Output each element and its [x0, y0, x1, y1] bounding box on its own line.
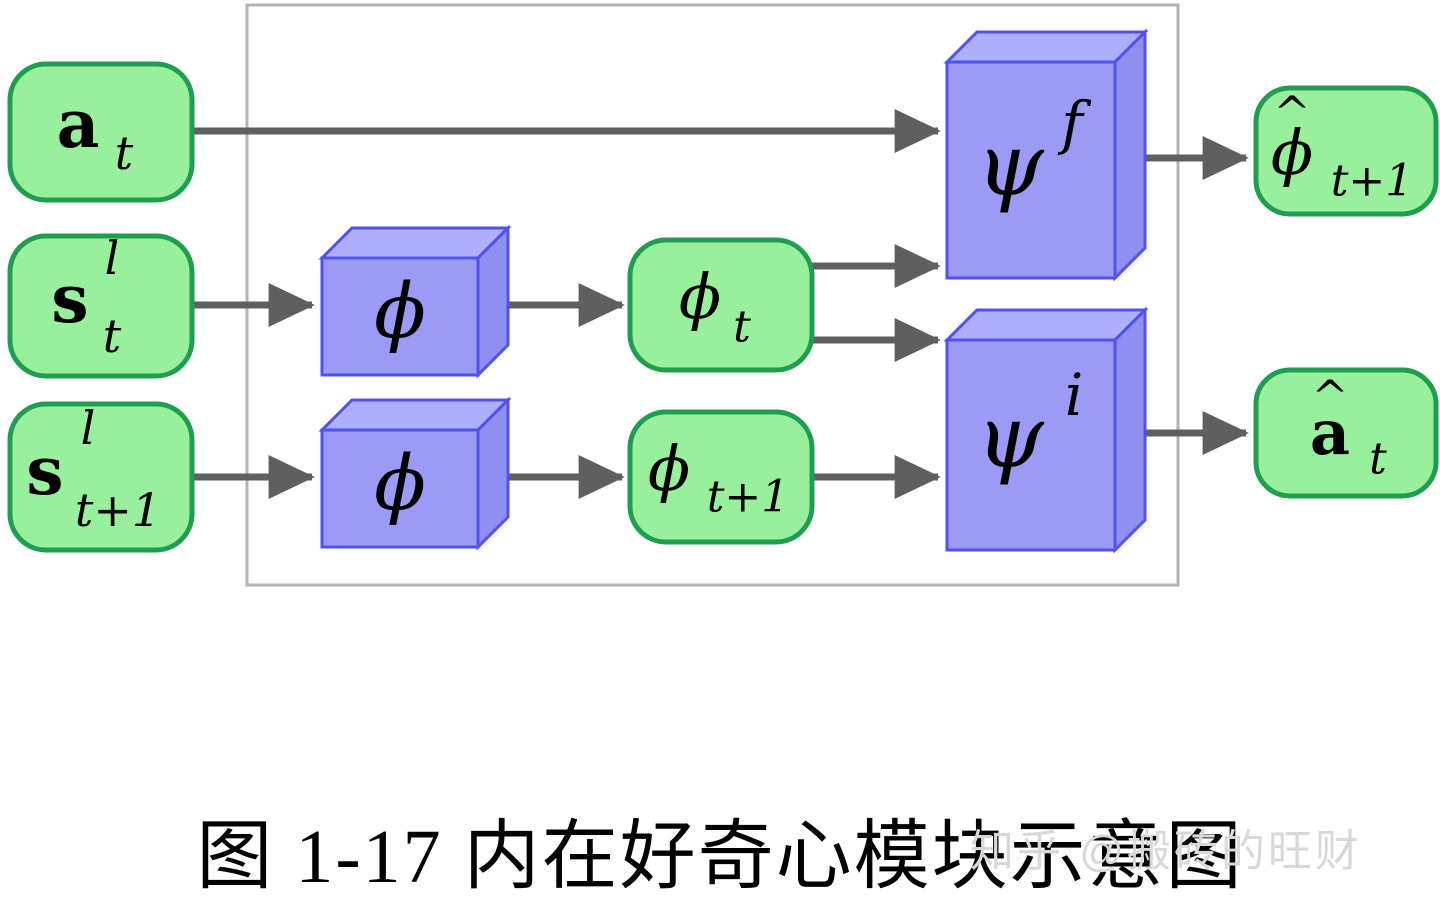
node-label-feat-t-sub: t — [733, 302, 751, 353]
node-label-action-pred-sub: t — [1369, 434, 1387, 485]
node-shape — [627, 237, 815, 373]
node-shape — [1253, 367, 1439, 499]
module-front-face — [320, 428, 480, 549]
module-label-inverse-base: ψ — [976, 388, 1045, 488]
module-top-face — [943, 308, 1149, 342]
node-action-pred[interactable]: ^ a t — [1253, 367, 1439, 499]
node-label-action-in-base: a — [57, 85, 100, 163]
node-shape — [7, 401, 195, 553]
module-top-face — [318, 226, 512, 260]
node-label-state-t1-base: s — [26, 432, 63, 510]
node-shape — [627, 409, 815, 545]
node-label-feat-t1-base: ϕ — [648, 432, 690, 505]
module-front-face — [945, 338, 1117, 552]
node-feat-t1[interactable]: ϕ t+1 — [627, 409, 815, 545]
node-label-feat-t1-sub: t+1 — [707, 472, 790, 523]
node-label-action-pred-base: a — [1310, 396, 1350, 469]
module-front-face — [320, 256, 480, 377]
module-label-encoder-t: ϕ — [374, 266, 426, 355]
module-encoder-phi-t1[interactable]: ϕ — [318, 396, 512, 551]
module-inverse-model[interactable]: ψ i — [943, 306, 1149, 554]
node-label-action-in-sub: t — [115, 126, 134, 180]
module-container-box — [245, 3, 1180, 587]
module-forward-model[interactable]: ψ f — [943, 28, 1149, 282]
edge-layer — [193, 108, 1249, 500]
module-encoder-phi-t[interactable]: ϕ — [318, 224, 512, 379]
figure-caption: 图 1-17 内在好奇心模块示意图 — [196, 815, 1244, 899]
node-shape — [7, 61, 195, 203]
node-shape — [7, 233, 195, 379]
node-label-state-t-base: s — [51, 260, 88, 338]
node-feat-pred[interactable]: ^ ϕ t+1 — [1253, 85, 1439, 217]
node-label-state-t1-sup: l — [81, 401, 96, 455]
node-label-feat-pred-sub: t+1 — [1331, 156, 1414, 207]
module-label-forward-base: ψ — [976, 116, 1045, 216]
node-state-t1[interactable]: s l t+1 — [7, 401, 195, 553]
module-top-face — [318, 398, 512, 432]
node-label-state-t1-sub: t+1 — [75, 483, 161, 537]
node-label-state-t-sub: t — [103, 309, 122, 363]
node-label-feat-t-base: ϕ — [679, 260, 721, 333]
node-label-state-t-sup: l — [105, 231, 120, 285]
node-label-feat-pred-base: ϕ — [1271, 116, 1313, 189]
curiosity-module-diagram: ϕ ϕ ψ f ψ i a t — [7, 3, 1439, 587]
node-label-action-pred-hat: ^ — [1312, 372, 1349, 423]
module-front-face — [945, 60, 1117, 280]
module-side-face — [1113, 306, 1147, 554]
module-side-face — [1113, 28, 1147, 282]
module-label-encoder-t1: ϕ — [374, 438, 426, 527]
node-feat-t[interactable]: ϕ t — [627, 237, 815, 373]
node-state-t[interactable]: s l t — [7, 231, 195, 379]
module-top-face — [943, 30, 1149, 64]
node-label-feat-pred-hat: ^ — [1274, 88, 1311, 139]
node-action-in[interactable]: a t — [7, 61, 195, 203]
node-shape — [1253, 85, 1439, 217]
module-label-inverse-sup: i — [1065, 361, 1084, 429]
